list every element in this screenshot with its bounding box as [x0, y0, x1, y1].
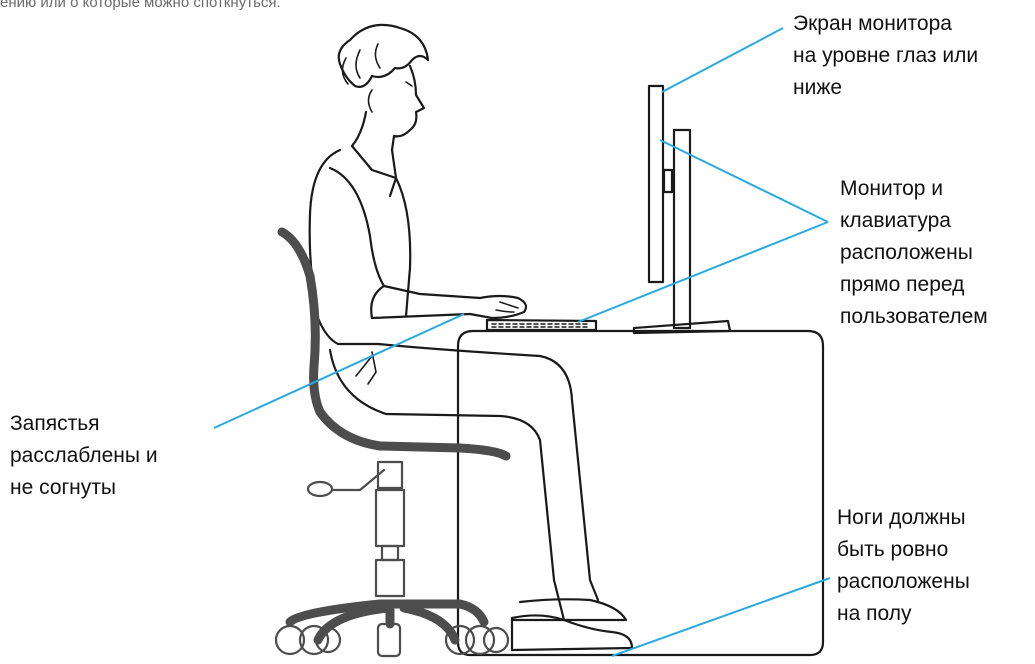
leader-lines [214, 28, 830, 656]
leader-line-wrists [214, 314, 464, 428]
label-monitor-height: Экран монитора на уровне глаз или ниже [793, 8, 978, 104]
office-chair [276, 232, 508, 656]
desk [458, 331, 823, 655]
leader-line-feet [612, 578, 830, 656]
label-wrists: Запястья расслаблены и не согнуты [10, 408, 158, 504]
label-feet: Ноги должны быть ровно расположены на по… [837, 502, 970, 630]
label-monitor-keyboard: Монитор и клавиатура расположены прямо п… [840, 173, 988, 333]
leader-line-keyboard [578, 222, 828, 322]
monitor [634, 86, 730, 333]
leader-line-monitor [660, 140, 828, 222]
person-figure [310, 25, 632, 650]
top-cut-text: ению или о которые можно споткнуться. [0, 0, 281, 11]
leader-line-monitor-height [662, 28, 783, 92]
